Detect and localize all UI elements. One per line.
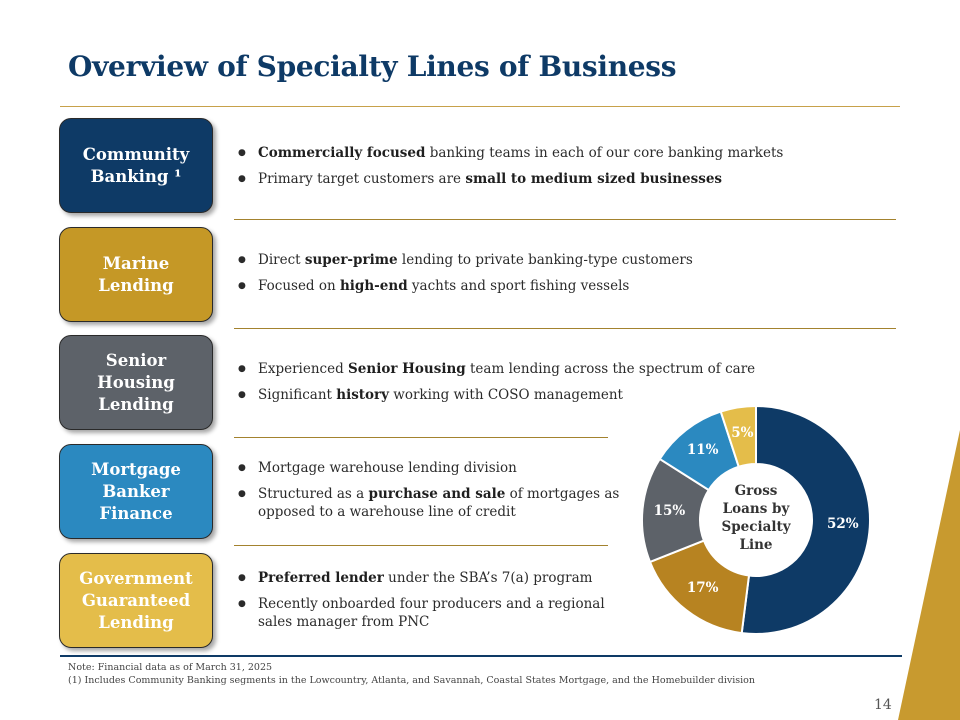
- center-label-line: Gross: [734, 483, 778, 499]
- bullet-text: Primary target customers are: [258, 171, 466, 187]
- bullet-text: lending to private banking-type customer…: [397, 252, 693, 268]
- donut-slice: [719, 404, 757, 469]
- bullet-text: working with COSO management: [389, 387, 623, 403]
- bullet-emphasis: Preferred lender: [258, 570, 384, 586]
- bullet-item: Mortgage warehouse lending division: [236, 455, 621, 481]
- section-divider: [234, 545, 608, 546]
- bullet-text: Focused on: [258, 278, 340, 294]
- community-banking-box: Community Banking ¹: [59, 118, 213, 213]
- gross-loans-donut-chart: Gross Loans by Specialty Line 52% 17% 15% 1…: [640, 404, 872, 636]
- bullet-text: banking teams in each of our core bankin…: [425, 145, 784, 161]
- page-title: Overview of Specialty Lines of Business: [68, 50, 677, 83]
- bullet-item: Recently onboarded four producers and a …: [236, 595, 621, 631]
- bullet-item: Experienced Senior Housing team lending …: [236, 356, 876, 382]
- bullet-item: Significant history working with COSO ma…: [236, 382, 876, 408]
- bullet-item: Commercially focused banking teams in ea…: [236, 140, 876, 166]
- section-divider: [234, 219, 896, 220]
- section-divider: [234, 328, 896, 329]
- center-label-line: Line: [739, 537, 773, 553]
- footnote-text: (1) Includes Community Banking segments …: [68, 675, 756, 686]
- donut-slice: [740, 404, 871, 635]
- title-rule: [60, 106, 900, 107]
- bullet-text: Structured as a: [258, 486, 369, 502]
- box-label-line: Senior: [105, 350, 167, 370]
- box-label-line: Lending: [98, 394, 174, 414]
- box-label-line: Housing: [97, 372, 175, 392]
- bullet-item: Focused on high-end yachts and sport fis…: [236, 273, 876, 299]
- bullets-marine-lending: Direct super-prime lending to private ba…: [236, 247, 876, 299]
- bullet-emphasis: super-prime: [304, 252, 398, 268]
- box-label-line: Lending: [98, 612, 174, 632]
- slice-value-label: 5%: [731, 425, 754, 442]
- box-label-line: Community: [82, 144, 190, 164]
- marine-lending-box: Marine Lending: [59, 227, 213, 322]
- box-label-line: Guaranteed: [81, 590, 191, 610]
- bullet-emphasis: purchase and sale: [368, 486, 506, 502]
- government-guaranteed-lending-box: Government Guaranteed Lending: [59, 553, 213, 648]
- bullet-text: yachts and sport fishing vessels: [407, 278, 630, 294]
- section-divider: [234, 437, 608, 438]
- bullet-text: of mortgages as opposed to a warehouse l…: [258, 486, 620, 520]
- bullet-item: Preferred lender under the SBA’s 7(a) pr…: [236, 565, 621, 591]
- bullet-item: Structured as a purchase and sale of mor…: [236, 485, 621, 521]
- bullets-community-banking: Commercially focused banking teams in ea…: [236, 140, 876, 192]
- bullet-text: team lending across the spectrum of care: [465, 361, 756, 377]
- box-label-line: Lending: [98, 275, 174, 295]
- box-label-line: Banking ¹: [90, 166, 182, 186]
- box-label-line: Marine: [102, 253, 170, 273]
- box-label-line: Finance: [99, 503, 173, 523]
- bullet-emphasis: Senior Housing: [348, 361, 466, 377]
- senior-housing-lending-box: Senior Housing Lending: [59, 335, 213, 430]
- bullets-mortgage-banker: Mortgage warehouse lending divisionStruc…: [236, 455, 621, 521]
- box-label-line: Mortgage: [91, 459, 181, 479]
- bullet-emphasis: Commercially focused: [258, 145, 426, 161]
- bullet-emphasis: history: [336, 387, 389, 403]
- bullet-emphasis: small to medium sized businesses: [465, 171, 723, 187]
- box-label-line: Banker: [102, 481, 170, 501]
- bullets-government-guaranteed: Preferred lender under the SBA’s 7(a) pr…: [236, 565, 621, 631]
- bullet-text: Significant: [258, 387, 337, 403]
- bullet-item: Direct super-prime lending to private ba…: [236, 247, 876, 273]
- bullet-text: Experienced: [258, 361, 349, 377]
- page-number: 14: [874, 697, 892, 713]
- center-label-line: Loans by: [722, 501, 790, 517]
- footer-rule: [60, 655, 902, 657]
- slice-value-label: 15%: [653, 502, 686, 519]
- donut-svg: [641, 404, 871, 635]
- bullet-text: Direct: [258, 252, 305, 268]
- mortgage-banker-finance-box: Mortgage Banker Finance: [59, 444, 213, 539]
- bullet-emphasis: high-end: [339, 278, 408, 294]
- note-text: Note: Financial data as of March 31, 202…: [68, 662, 273, 673]
- box-label-line: Government: [79, 568, 193, 588]
- center-label-line: Specialty: [721, 519, 791, 535]
- slice-value-label: 11%: [686, 442, 719, 459]
- bullets-senior-housing: Experienced Senior Housing team lending …: [236, 356, 876, 408]
- slice-value-label: 52%: [827, 516, 859, 533]
- bullet-text: Recently onboarded four producers and a …: [258, 596, 605, 630]
- bullet-text: under the SBA’s 7(a) program: [383, 570, 593, 586]
- bullet-item: Primary target customers are small to me…: [236, 166, 876, 192]
- slice-value-label: 17%: [686, 579, 719, 596]
- bullet-text: Mortgage warehouse lending division: [258, 460, 517, 476]
- donut-center-label: Gross Loans by Specialty Line: [716, 482, 796, 554]
